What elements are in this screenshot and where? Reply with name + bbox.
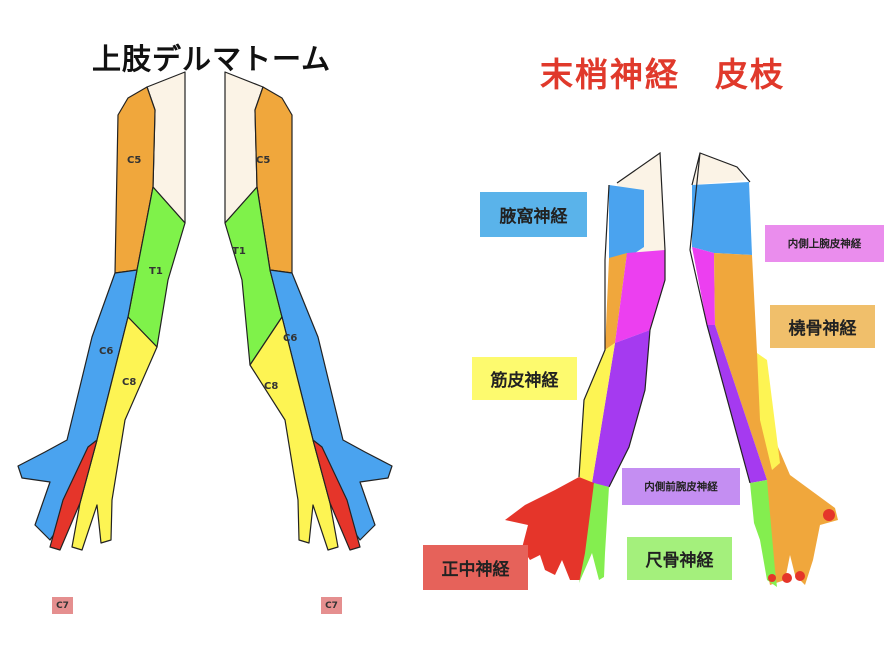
label-t1-right: T1 <box>232 246 246 257</box>
region-radial <box>714 253 838 585</box>
peripheral-nerve-title: 末梢神経 皮枝 <box>540 55 785 94</box>
region-radial <box>605 253 627 350</box>
peripheral-arm-palmar <box>505 151 666 583</box>
label-t1-left: T1 <box>149 266 163 277</box>
region-ulnar <box>750 480 777 587</box>
label-c6-left: C6 <box>99 346 114 357</box>
label-c7-left: C7 <box>52 597 73 614</box>
label-c8-right: C8 <box>264 381 279 392</box>
region-median-fingertip <box>795 571 805 581</box>
region-medial-antebrachial <box>707 325 767 483</box>
region-medial-antebrachial <box>592 330 650 487</box>
label-c6-right: C6 <box>283 333 298 344</box>
region-axillary <box>609 185 644 258</box>
label-medial-antebrachial-cutaneous-nerve: 内側前腕皮神経 <box>622 468 740 505</box>
region-median-fingertip <box>768 574 776 582</box>
label-c8-left: C8 <box>122 377 137 388</box>
region-c7 <box>49 439 98 551</box>
label-median-nerve: 正中神経 <box>423 545 528 590</box>
region-c7 <box>312 439 361 551</box>
label-radial-nerve: 橈骨神経 <box>770 305 875 348</box>
region-ulnar <box>579 483 609 583</box>
label-medial-brachial-cutaneous-nerve: 内側上腕皮神経 <box>765 225 884 262</box>
region-musculocutaneous <box>579 343 615 483</box>
label-ulnar-nerve: 尺骨神経 <box>627 537 732 580</box>
dermatome-arm-left <box>17 71 186 551</box>
label-musculocutaneous-nerve: 筋皮神経 <box>472 357 577 400</box>
region-median-fingertip <box>782 573 792 583</box>
label-axillary-nerve: 腋窩神経 <box>480 192 587 237</box>
dermatome-arm-right <box>224 71 393 551</box>
region-axillary <box>692 182 752 255</box>
peripheral-arm-dorsal <box>689 152 838 587</box>
region-medial-brachial <box>692 247 715 325</box>
region-musculocutaneous <box>757 353 780 470</box>
label-c5-left: C5 <box>127 155 142 166</box>
label-c5-right: C5 <box>256 155 271 166</box>
label-c7-right: C7 <box>321 597 342 614</box>
region-median-fingertip <box>823 509 835 521</box>
dermatome-title: 上肢デルマトーム <box>92 42 332 76</box>
